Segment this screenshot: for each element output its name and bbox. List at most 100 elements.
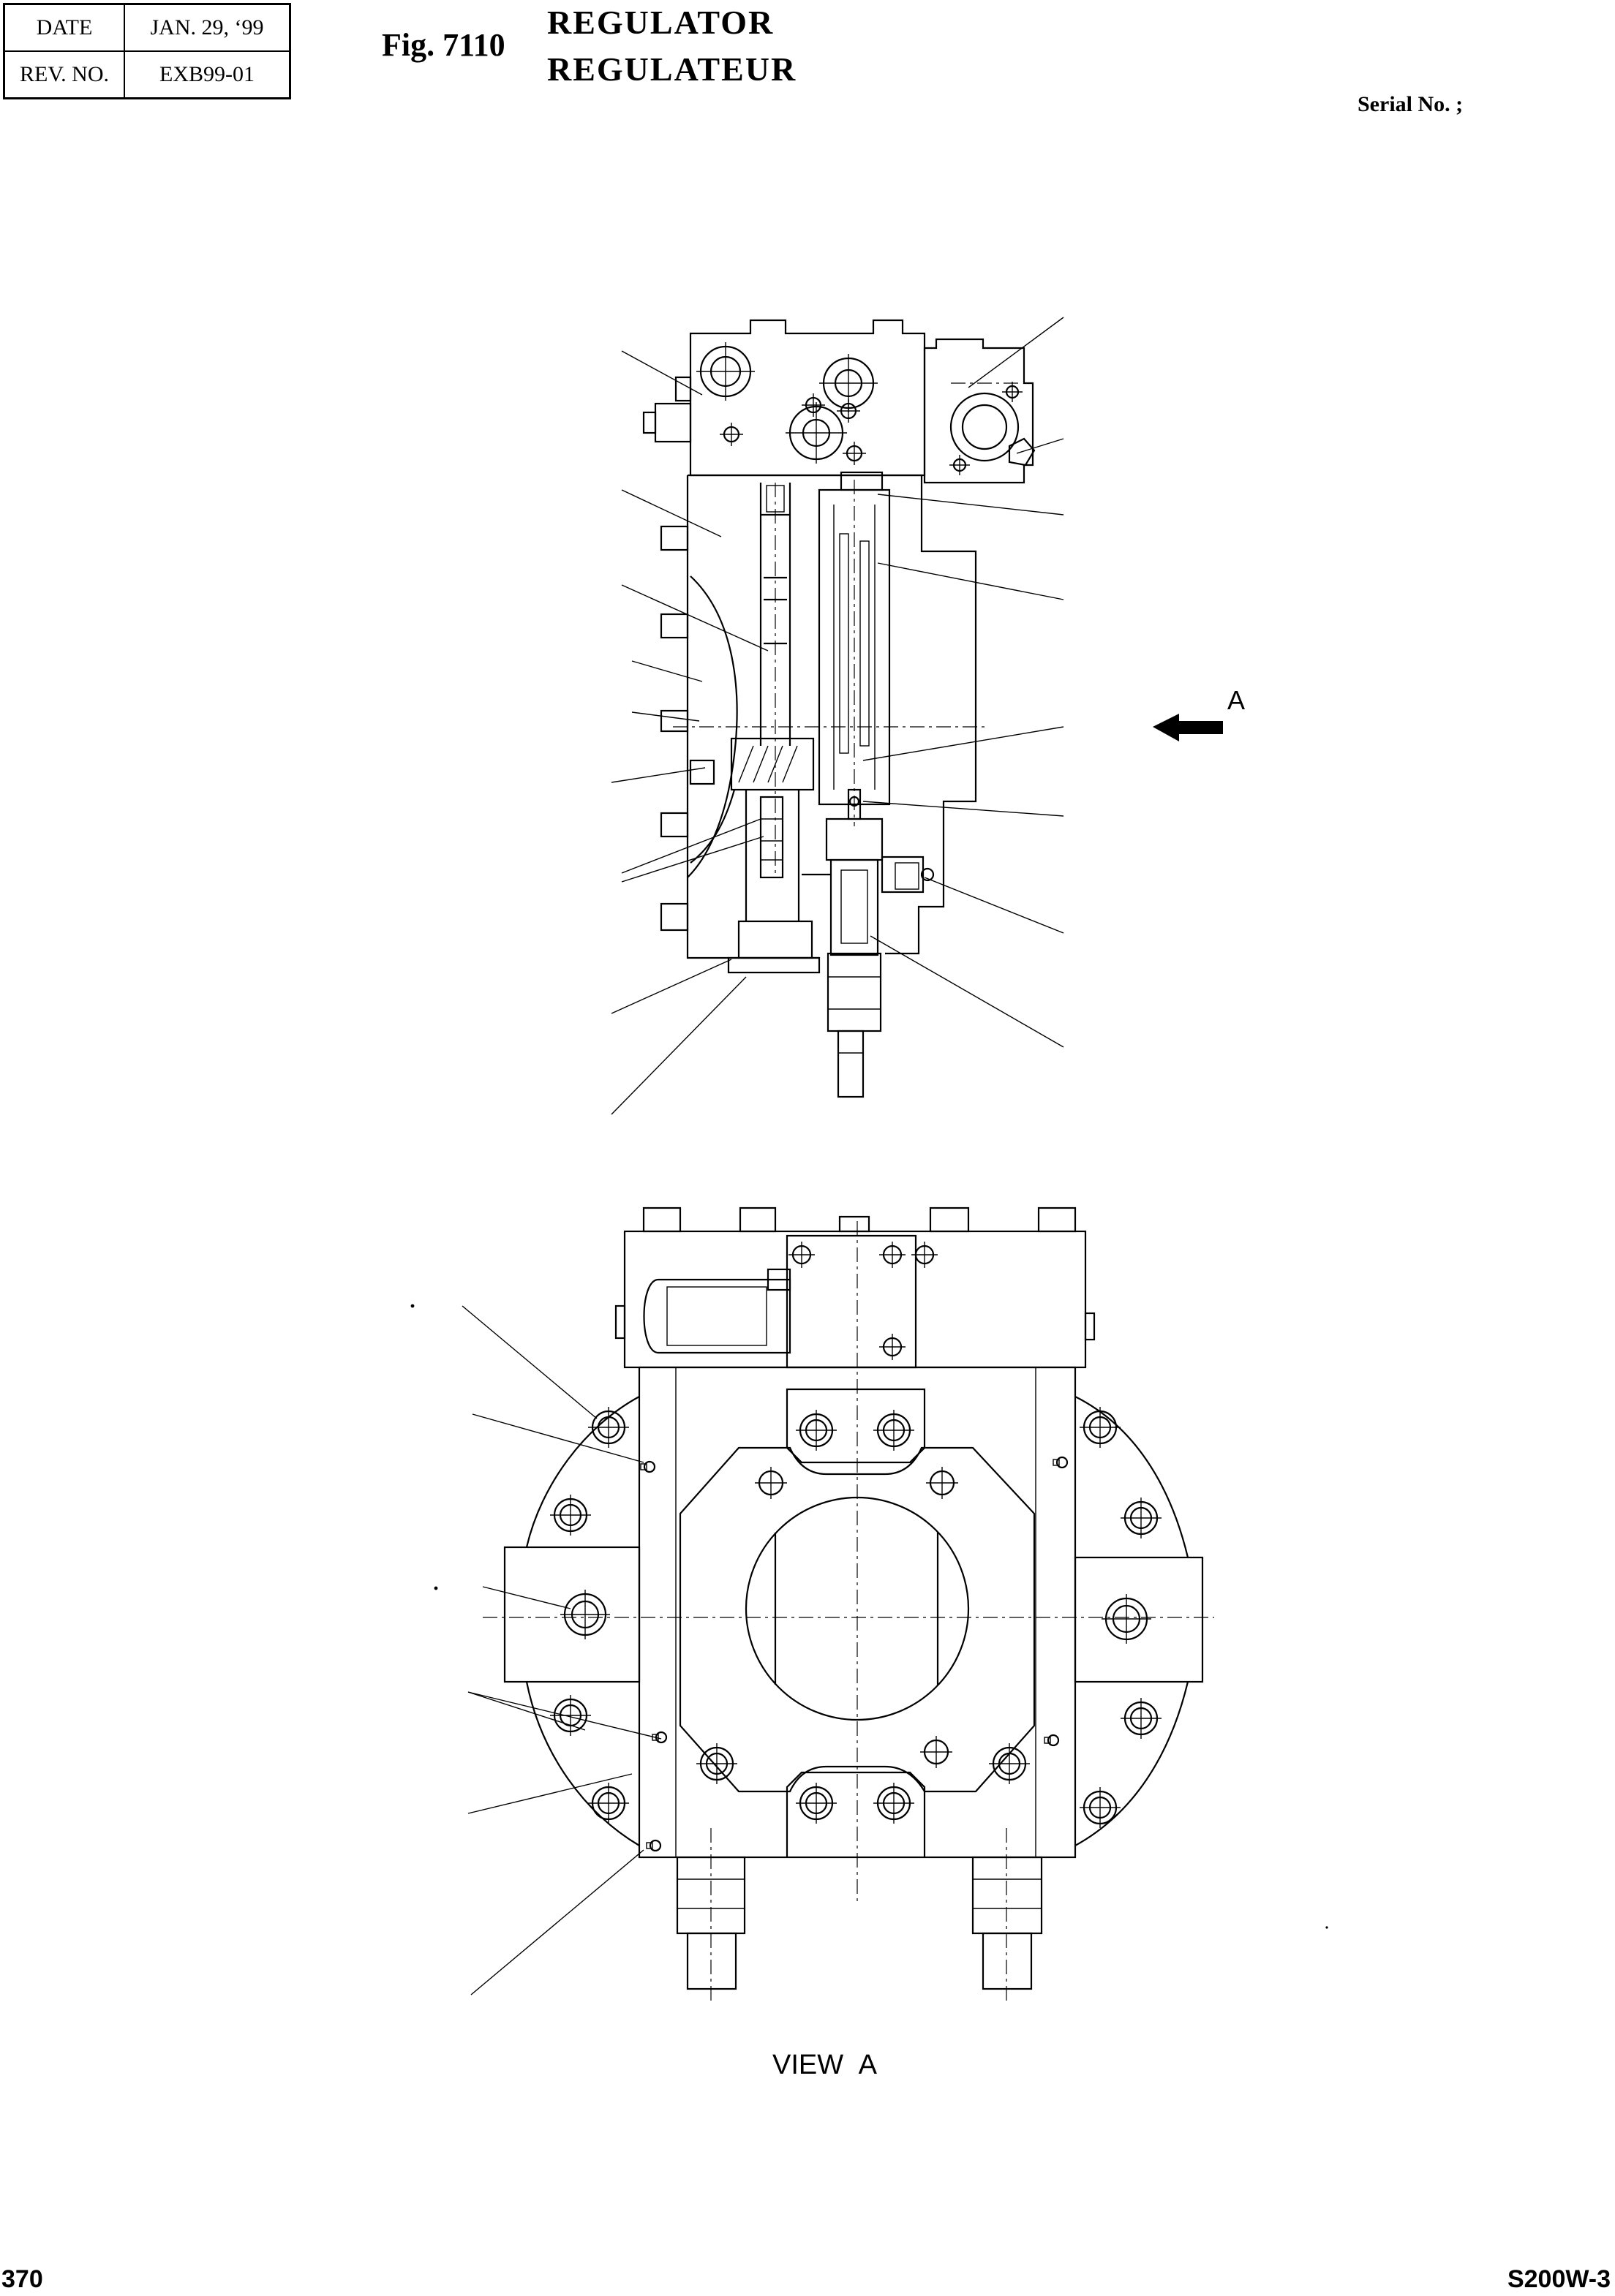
top-plug (739, 1206, 777, 1233)
mounting-bolt (1121, 1698, 1162, 1739)
model-code: S200W-3 (1507, 2265, 1611, 2293)
end-plug (737, 920, 813, 959)
lower-pad (786, 1771, 926, 1857)
title-french: REGULATEUR (547, 50, 797, 88)
mark-dot (410, 1304, 415, 1308)
side-fitting-tip (642, 411, 657, 434)
leader-line (621, 584, 769, 652)
spring-cap (840, 471, 884, 491)
nipple-base (646, 1842, 653, 1849)
cap-screw (843, 442, 866, 465)
mounting-bolt (989, 1743, 1030, 1784)
top-plug (838, 1215, 870, 1233)
cover-screw (879, 1242, 906, 1268)
flange-bolt (560, 1590, 610, 1639)
body-bolt (660, 613, 689, 639)
grease-nipple (1053, 1456, 1069, 1469)
body-bolt (689, 759, 715, 785)
outer-spring (859, 540, 870, 747)
valve-cover (786, 1234, 917, 1369)
solenoid-port-inner (961, 404, 1008, 450)
revision-label: REV. NO. (3, 50, 125, 99)
plate-screw (926, 1467, 958, 1499)
body-bolt (660, 902, 689, 932)
nipple-base (1053, 1459, 1060, 1466)
solenoid-block-outline (923, 338, 1034, 484)
mark-dot (1325, 1926, 1328, 1929)
nipple-head (1055, 1456, 1069, 1469)
leader-line (467, 1691, 586, 1731)
top-plug (642, 1206, 682, 1233)
nipple-base (1044, 1737, 1051, 1744)
leader-line (482, 1586, 571, 1609)
piston-rod (759, 796, 784, 879)
grease-nipple (646, 1839, 662, 1852)
leader-line (870, 935, 1064, 1048)
body-bolt (660, 812, 689, 838)
plate-screw (755, 1467, 787, 1499)
top-plug (929, 1206, 970, 1233)
nipple-head (649, 1839, 662, 1852)
cover-screw (879, 1334, 906, 1360)
control-block (623, 1230, 1087, 1369)
cover-screw (788, 1242, 815, 1268)
adjuster-lines (828, 976, 881, 1054)
leader-line (621, 836, 764, 883)
leader-line (631, 711, 700, 722)
top-plug (1037, 1206, 1077, 1233)
solenoid-port-outer (949, 392, 1020, 462)
leader-line (611, 767, 706, 783)
side-fitting-right (881, 856, 925, 894)
cap-screw (1002, 382, 1023, 402)
adjuster-lines (973, 1878, 1042, 1909)
side-plug (674, 376, 692, 402)
mounting-bolt (873, 1783, 914, 1824)
regulator-view-a: VIEW A (410, 1206, 1328, 2080)
mounting-bolt (588, 1407, 629, 1448)
valve-adjuster (827, 952, 882, 1032)
leader-line (611, 976, 747, 1115)
grease-nipple (1044, 1734, 1060, 1747)
cap-screw (949, 455, 970, 475)
left-flange-edge (525, 1396, 640, 1846)
view-arrow-label: A (1227, 685, 1245, 715)
mounting-bolt (1121, 1498, 1162, 1538)
rod-grooves (761, 818, 783, 861)
view-a-leader-lines (462, 1305, 662, 1995)
side-fitting (654, 402, 692, 443)
housing-inner-faces (675, 1367, 1036, 1857)
page-number: 370 (1, 2265, 43, 2293)
solenoid-coil (666, 1286, 767, 1346)
fitting-nut (895, 862, 919, 890)
mounting-bolt (1080, 1787, 1121, 1828)
mounting-bolt (588, 1783, 629, 1824)
cap-screw (837, 399, 860, 423)
right-adjuster-body (971, 1856, 1043, 1935)
figure-number: Fig. 7110 (382, 27, 505, 63)
mounting-bolt (796, 1410, 837, 1451)
view-a-bolts (550, 1242, 1162, 1828)
port-bore-lines (774, 1533, 939, 1685)
title-english: REGULATOR (547, 4, 775, 41)
mounting-bolt (1080, 1407, 1121, 1448)
mounting-bolt (873, 1410, 914, 1451)
leader-line (1016, 438, 1064, 454)
left-mounting-tab (503, 1546, 641, 1683)
hex-nut (1008, 437, 1036, 467)
leader-line (862, 801, 1064, 817)
view-arrow-icon (1153, 714, 1223, 741)
housing-curve-inner (690, 789, 736, 864)
nipple-base (640, 1463, 647, 1470)
nipple-head (643, 1460, 656, 1473)
leader-line (877, 562, 1064, 600)
mounting-bolt (550, 1695, 591, 1736)
valve-body (829, 858, 879, 956)
leader-line (467, 1773, 633, 1814)
port-plug (696, 342, 755, 401)
cap-screw (720, 423, 743, 446)
leader-line (968, 317, 1064, 388)
leader-line (862, 726, 1064, 761)
solenoid-body (643, 1278, 791, 1354)
